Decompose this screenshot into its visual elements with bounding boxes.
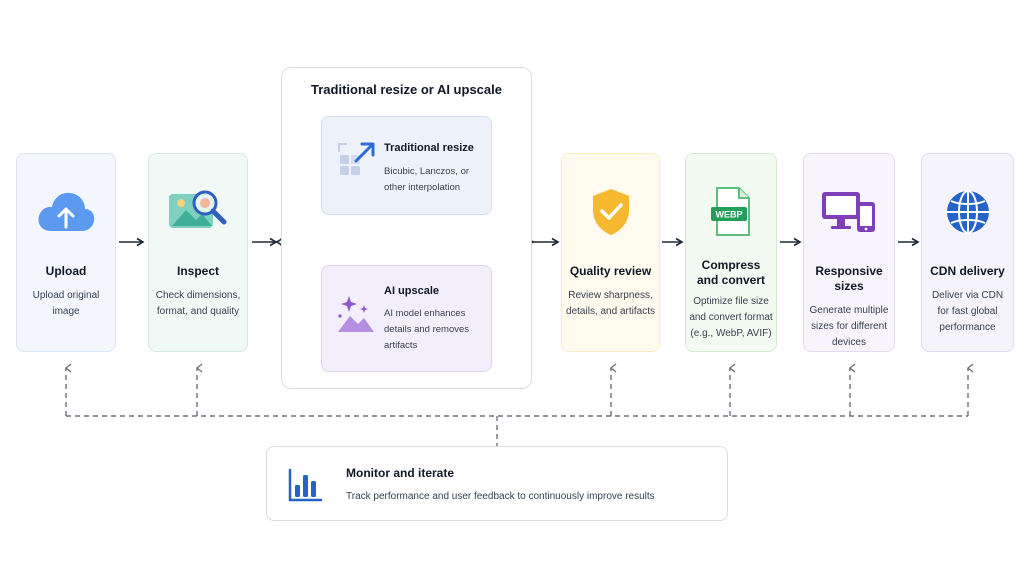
globe-icon <box>936 180 1000 244</box>
inspect-title: Inspect <box>176 264 219 278</box>
step-inspect: Inspect Check dimensions, format, and qu… <box>148 153 248 352</box>
compress-title-line2: and convert <box>696 273 765 287</box>
monitor-title: Monitor and iterate <box>346 466 455 480</box>
quality-desc-line1: Review sharpness, <box>568 290 653 301</box>
monitor-iterate-box: Monitor and iterate Track performance an… <box>266 446 728 521</box>
quality-desc-line2: details, and artifacts <box>566 306 655 317</box>
ai-desc-line2: details and removes <box>384 324 470 335</box>
quality-title: Quality review <box>569 264 652 278</box>
sparkle-mountain-icon <box>334 292 378 336</box>
inspect-desc-line2: format, and quality <box>156 306 240 317</box>
cdn-desc-line1: Deliver via CDN <box>931 290 1004 301</box>
ai-desc-line1: AI model enhances <box>384 308 466 319</box>
traditional-desc-line1: Bicubic, Lanczos, or <box>384 166 470 177</box>
upload-desc-line2: image <box>52 306 80 317</box>
image-magnifier-icon <box>166 180 230 244</box>
bar-chart-icon <box>287 467 323 503</box>
step-cdn-delivery: CDN delivery Deliver via CDN for fast gl… <box>921 153 1014 352</box>
cdn-desc-line3: performance <box>939 322 996 333</box>
ai-desc-line3: artifacts <box>384 340 418 351</box>
compress-title-line1: Compress <box>701 258 761 272</box>
compress-desc-line3: (e.g., WebP, AVIF) <box>690 328 772 339</box>
responsive-desc-line3: devices <box>832 337 866 348</box>
cdn-desc-line2: for fast global <box>937 306 998 317</box>
ai-desc: AI model enhances details and removes ar… <box>384 306 488 354</box>
upload-title: Upload <box>45 264 87 278</box>
devices-icon <box>817 180 881 244</box>
cloud-upload-icon <box>34 180 98 244</box>
step-quality-review: Quality review Review sharpness, details… <box>561 153 660 352</box>
traditional-desc: Bicubic, Lanczos, or other interpolation <box>384 164 488 196</box>
upload-desc-line1: Upload original <box>32 290 100 301</box>
feedback-loop <box>64 363 974 446</box>
responsive-desc-line2: sizes for different <box>811 321 887 332</box>
responsive-desc-line1: Generate multiple <box>809 305 889 316</box>
compress-desc-line1: Optimize file size <box>693 296 769 307</box>
webp-file-icon: WEBP <box>699 180 763 244</box>
webp-badge: WEBP <box>716 210 743 220</box>
inspect-desc-line1: Check dimensions, <box>155 290 241 301</box>
ai-title: AI upscale <box>384 285 440 297</box>
option-ai-upscale: AI upscale AI model enhances details and… <box>321 265 492 372</box>
shield-check-icon <box>579 180 643 244</box>
step-responsive-sizes: Responsive sizes Generate multiple sizes… <box>803 153 895 352</box>
resize-grid-icon <box>334 139 378 183</box>
monitor-desc: Track performance and user feedback to c… <box>346 491 655 502</box>
traditional-desc-line2: other interpolation <box>384 182 461 193</box>
option-traditional-resize: Traditional resize Bicubic, Lanczos, or … <box>321 116 492 215</box>
cdn-title: CDN delivery <box>930 264 1005 278</box>
responsive-title: Responsive sizes <box>815 264 883 293</box>
step-compress-convert: WEBP Compress and convert Optimize file … <box>685 153 777 352</box>
compress-desc-line2: and convert format <box>689 312 773 323</box>
traditional-title: Traditional resize <box>384 142 474 154</box>
step-upload: Upload Upload original image <box>16 153 116 352</box>
branch-group-title: Traditional resize or AI upscale <box>311 82 502 97</box>
